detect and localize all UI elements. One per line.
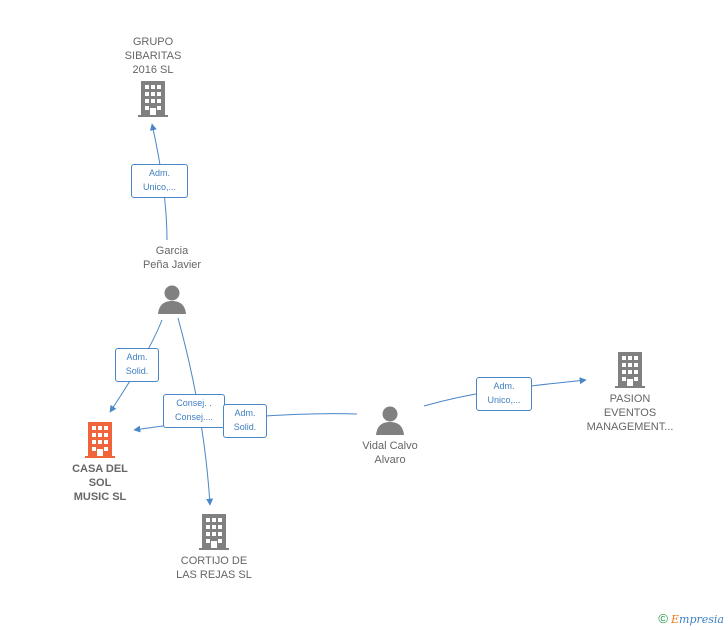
person-icon [376, 406, 404, 435]
company-label: GRUPO SIBARITAS 2016 SL [124, 36, 182, 76]
edge-label-vidal-pasion[interactable]: Adm. Unico,... [476, 377, 532, 411]
empresia-watermark: ©Empresia [658, 611, 724, 626]
brand-rest: mpresia [679, 613, 724, 626]
person-icon [158, 285, 186, 314]
building-icon [615, 352, 645, 388]
edge-label-garcia-grupo[interactable]: Adm. Unico,... [131, 164, 188, 198]
person-label: Garcia Peña Javier [142, 245, 202, 271]
node-vidal-calvo-alvaro[interactable]: Vidal Calvo Alvaro [340, 405, 440, 467]
edge-label-garcia-casa[interactable]: Adm. Solid. [115, 348, 159, 382]
company-label: CORTIJO DE LAS REJAS SL [176, 555, 252, 581]
node-garcia-pena-javier[interactable]: Garcia Peña Javier [117, 244, 227, 314]
brand-first-letter: E [671, 613, 680, 626]
node-grupo-sibaritas[interactable]: GRUPO SIBARITAS 2016 SL [103, 35, 203, 117]
building-icon [138, 81, 168, 117]
company-label: CASA DEL SOL MUSIC SL [72, 463, 128, 503]
building-icon [199, 514, 229, 550]
building-icon [85, 422, 115, 458]
copyright-symbol: © [658, 611, 668, 626]
node-cortijo-de-las-rejas[interactable]: CORTIJO DE LAS REJAS SL [159, 514, 269, 582]
person-label: Vidal Calvo Alvaro [362, 440, 418, 466]
empresia-logo: Empresia [671, 613, 724, 626]
edge-label-vidal-casa[interactable]: Adm. Solid. [223, 404, 267, 438]
node-casa-del-sol-music[interactable]: CASA DEL SOL MUSIC SL [50, 422, 150, 504]
edge-label-garcia-cortijo[interactable]: Consej. . Consej.... [163, 394, 225, 428]
company-label: PASION EVENTOS MANAGEMENT... [586, 393, 674, 433]
node-pasion-eventos-management[interactable]: PASION EVENTOS MANAGEMENT... [570, 352, 690, 434]
